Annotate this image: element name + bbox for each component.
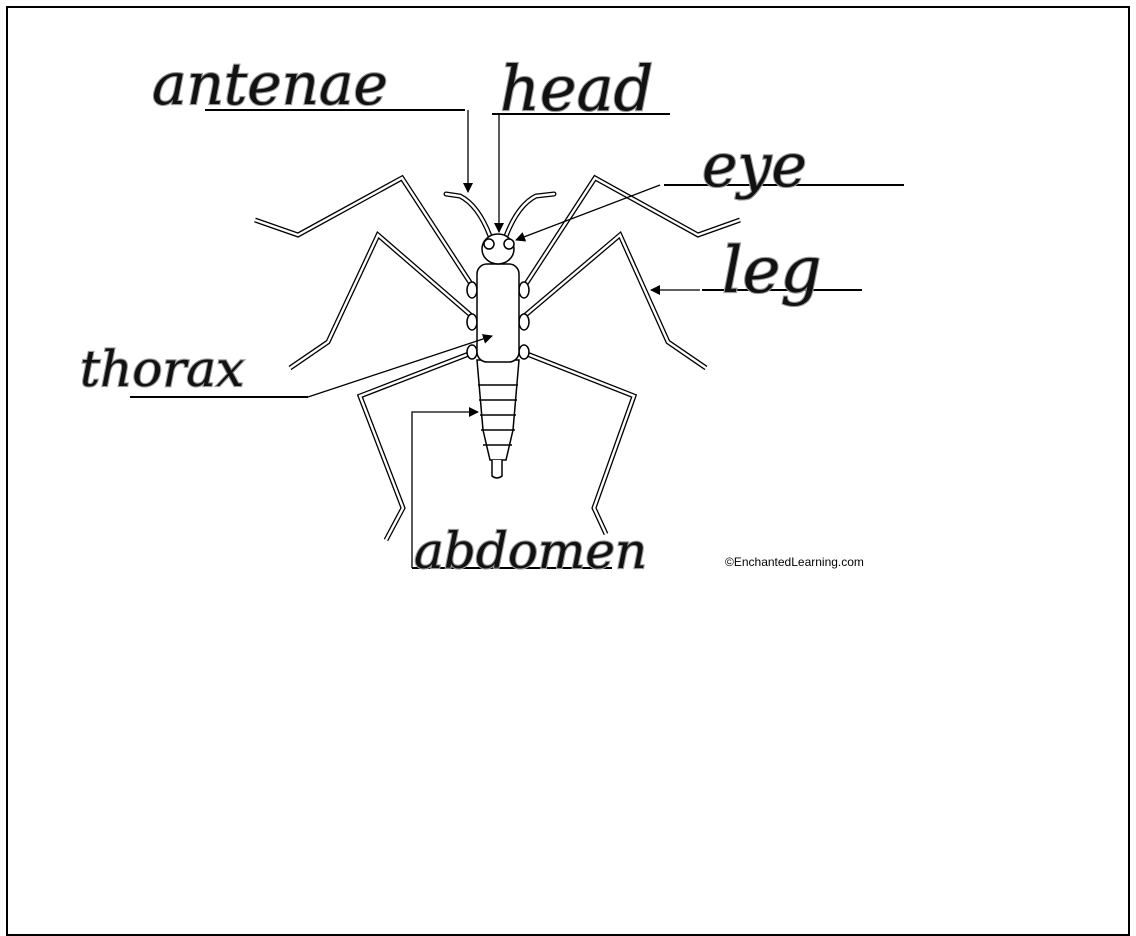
label-head: head bbox=[500, 52, 653, 125]
insect-antennae bbox=[446, 194, 554, 236]
credit-text: ©EnchantedLearning.com bbox=[725, 555, 864, 569]
label-thorax: thorax bbox=[80, 340, 244, 398]
label-abdomen: abdomen bbox=[414, 522, 647, 580]
insect-body bbox=[467, 234, 529, 478]
label-antennae: antenae bbox=[152, 50, 388, 118]
label-leg: leg bbox=[722, 234, 821, 308]
label-eye: eye bbox=[702, 131, 807, 201]
